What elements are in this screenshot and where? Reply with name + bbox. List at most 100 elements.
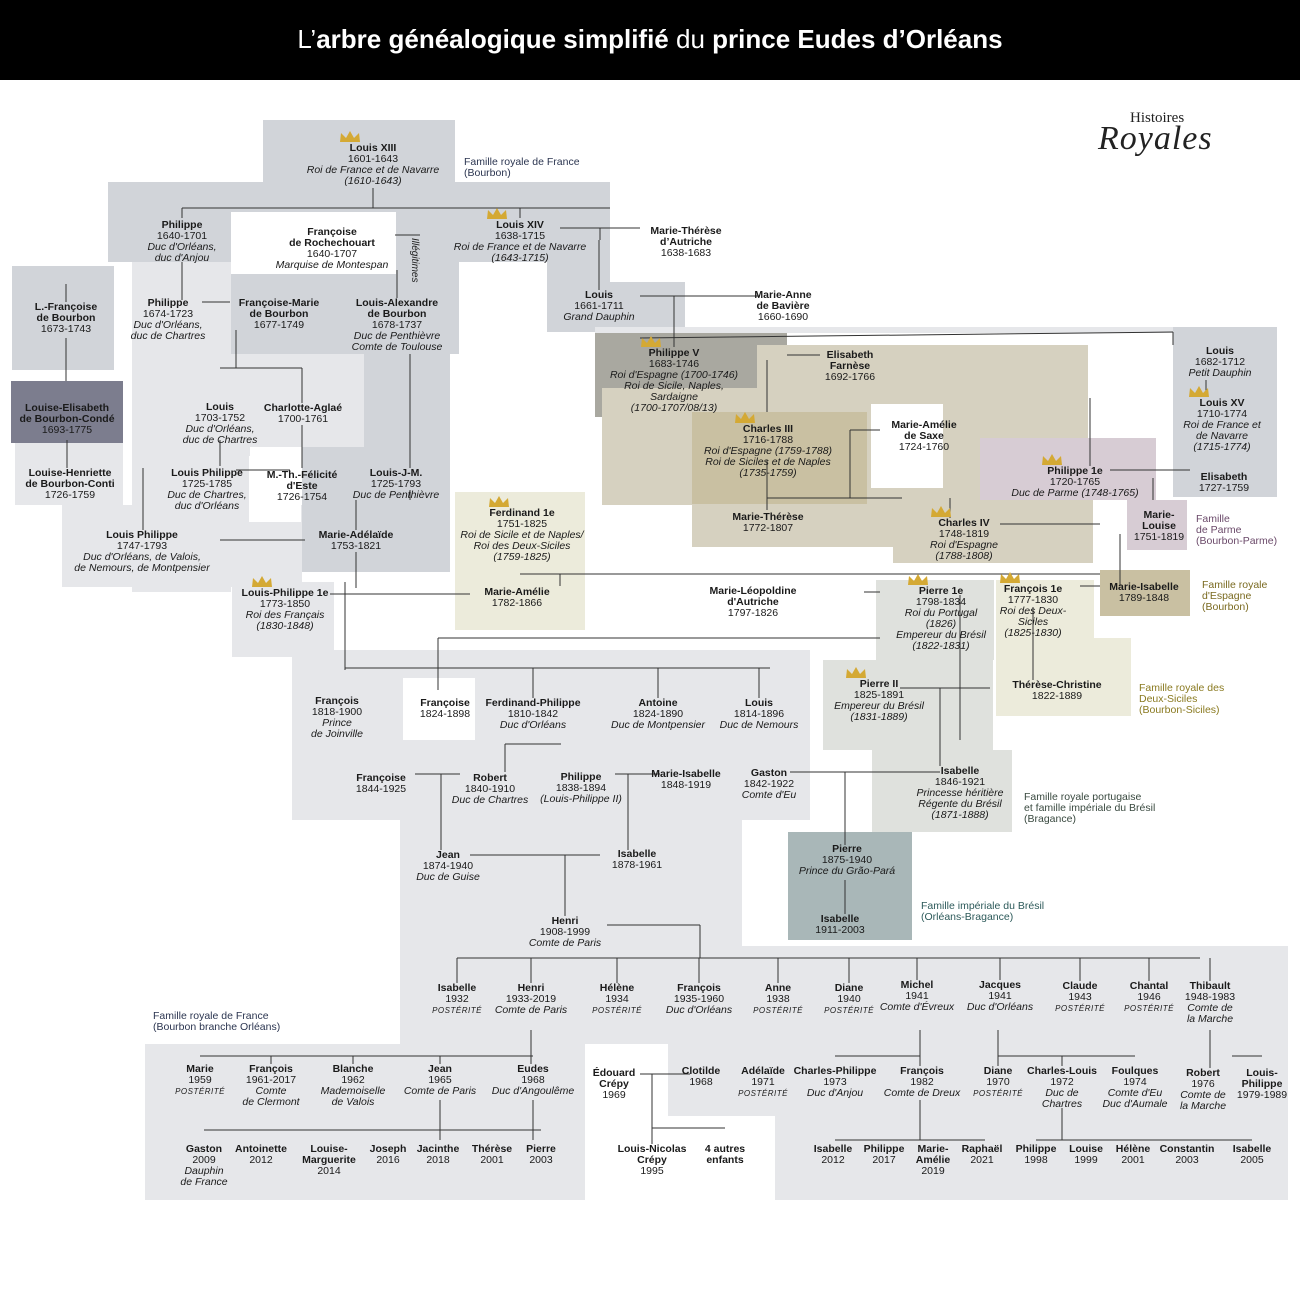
person-name: d’Autriche (660, 236, 712, 248)
person-dates: 1878-1961 (611, 859, 663, 871)
person-name: François (249, 1063, 293, 1075)
person-name: Amélie (915, 1154, 951, 1166)
person-dates: 1965 (428, 1074, 452, 1086)
person-name: François (900, 1065, 944, 1077)
person-dates: 1683-1746 (648, 358, 700, 370)
family-label-line: Famille royale de France (464, 156, 580, 168)
person-dates: 2001 (1121, 1154, 1145, 1166)
person-name: Crépy (637, 1154, 667, 1166)
person-dates: 1673-1743 (40, 323, 92, 335)
person-dates: 1810-1842 (507, 708, 559, 720)
person-name: Marie-Anne (754, 289, 812, 301)
posterite-label: POSTÉRITÉ (1124, 1004, 1174, 1013)
person-name: Louis- (1246, 1067, 1278, 1079)
posterite-label: POSTÉRITÉ (175, 1087, 225, 1096)
person-dates: 1948-1983 (1184, 991, 1236, 1003)
person-name: Marie- (1143, 509, 1175, 521)
person-dates: 1751-1819 (1133, 531, 1185, 543)
person-name: Gaston (185, 1143, 223, 1155)
person-name: Charles IV (938, 517, 990, 529)
person-dates: 1682-1712 (1194, 356, 1246, 368)
crown-icon (1000, 572, 1020, 583)
person-title: Roi de Sicile et de Naples/ (460, 529, 584, 541)
person-name: François 1e (1003, 583, 1063, 595)
person-name: d'Este (286, 480, 318, 492)
person-name: Françoise (307, 226, 357, 238)
person-name: Marie-Amélie (891, 419, 957, 431)
person-title: (1759-1825) (493, 551, 551, 563)
person-dates: 1720-1765 (1049, 476, 1101, 488)
person-dates: 1748-1819 (938, 528, 990, 540)
person-name: Robert (473, 772, 507, 784)
person-title: (1643-1715) (491, 252, 549, 264)
person-dates: 1724-1760 (898, 441, 950, 453)
person-title: Prince (322, 717, 352, 729)
person-name: Pierre 1e (918, 585, 964, 597)
person-dates: 1962 (341, 1074, 365, 1086)
crown-icon (487, 208, 507, 219)
person-dates: 2005 (1240, 1154, 1264, 1166)
family-label-line: (Bourbon-Siciles) (1139, 704, 1220, 716)
person-name: Philippe V (648, 347, 700, 359)
person-title: Roi d'Espagne (930, 539, 998, 551)
person-name: Thibault (1189, 980, 1231, 992)
person-name: Eudes (517, 1063, 549, 1075)
person-name: Anne (764, 982, 792, 994)
person-dates: 1824-1898 (419, 708, 471, 720)
posterite-label: POSTÉRITÉ (592, 1006, 642, 1015)
person-name: Marie-Thérèse (732, 511, 804, 523)
person-title: Comte d'Eu (1107, 1087, 1163, 1099)
person-dates: 1640-1707 (306, 248, 358, 260)
person-name: enfants (706, 1154, 744, 1166)
person-dates: 2012 (249, 1154, 273, 1166)
person-name: Henri (551, 915, 579, 927)
person-title: Comte de Paris (494, 1004, 568, 1016)
person-name: Louis (585, 289, 613, 301)
person-name: Louise (1142, 520, 1176, 532)
person-name: de Bourbon (249, 308, 309, 320)
person-dates: 1692-1766 (824, 371, 876, 383)
person-dates: 1976 (1191, 1078, 1215, 1090)
person-title: Régente du Brésil (918, 798, 1002, 810)
person-name: Charles III (742, 423, 794, 435)
person-name: Françoise-Marie (238, 297, 320, 309)
person-title: Roi de Siciles et de Naples (705, 456, 831, 468)
person-dates: 1838-1894 (555, 782, 607, 794)
person-title: Duc d'Anjou (806, 1087, 864, 1099)
person-name: Robert (1186, 1067, 1220, 1079)
person-name: de Bavière (756, 300, 810, 312)
person-title: de Valois (331, 1096, 375, 1108)
person-name: de Bourbon-Conti (25, 478, 115, 490)
person-title: (1871-1888) (931, 809, 989, 821)
person-title: Duc de Montpensier (611, 719, 705, 731)
person-name: Isabelle (1232, 1143, 1272, 1155)
person-name: Ferdinand 1e (489, 507, 555, 519)
person-title: Roi d'Espagne (1700-1746) (609, 369, 739, 381)
person-name: Pierre II (859, 678, 899, 690)
